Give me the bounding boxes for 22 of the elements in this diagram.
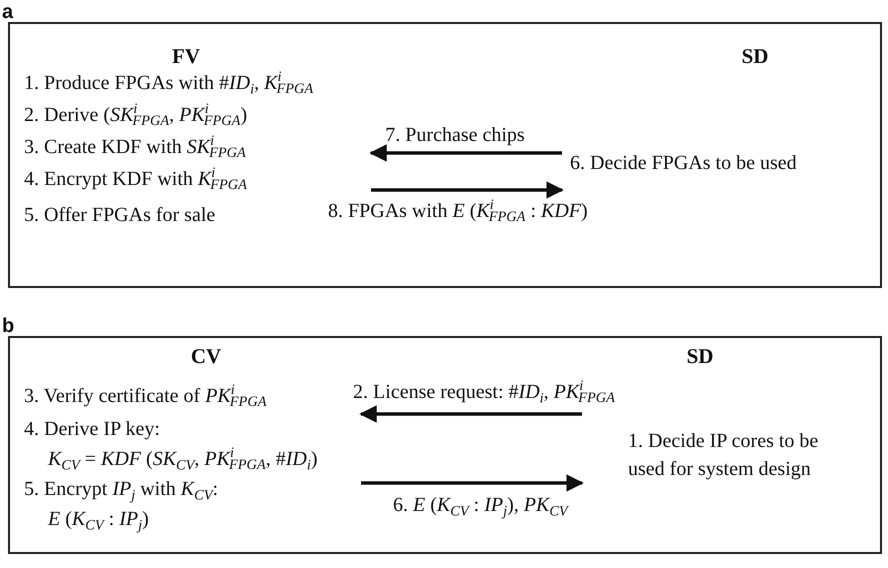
step-text: 6. Decide FPGAs to be used — [570, 151, 797, 176]
party-heading: SD — [740, 43, 770, 69]
panel-letter: b — [2, 316, 14, 336]
panel-frame — [8, 22, 882, 288]
party-heading: CV — [190, 343, 222, 369]
edge-label: 7. Purchase chips — [385, 124, 525, 146]
step-text: K$_{CV}$ = KDF (SK$_{CV}$, PK$^{i}$$_{FPGA}$, #ID$_{i}$) — [48, 446, 318, 472]
party-heading: SD — [686, 343, 714, 369]
step-text: 5. Offer FPGAs for sale — [24, 203, 216, 228]
arrow — [359, 405, 582, 423]
step-text: 4. Derive IP key: — [24, 417, 160, 442]
arrow — [371, 181, 564, 199]
step-text: E (K$_{CV}$ : IP$_{j}$) — [48, 507, 149, 532]
arrow — [369, 144, 562, 162]
panel-letter: a — [2, 2, 14, 22]
step-text: 1. Decide IP cores to be used for system design — [628, 429, 820, 482]
edge-label: 8. FPGAs with E (K$^{i}$$_{FPGA}$ : KDF) — [328, 200, 588, 222]
panel-frame — [8, 336, 882, 554]
step-text: 2. Derive (SK$^{i}$$_{FPGA}$, PK$^{i}$$_{FPGA}$) — [24, 102, 248, 128]
step-text: 5. Encrypt IP$_{j}$ with K$_{CV}$: — [24, 477, 218, 502]
arrow — [361, 474, 584, 492]
party-heading: FV — [171, 43, 201, 69]
